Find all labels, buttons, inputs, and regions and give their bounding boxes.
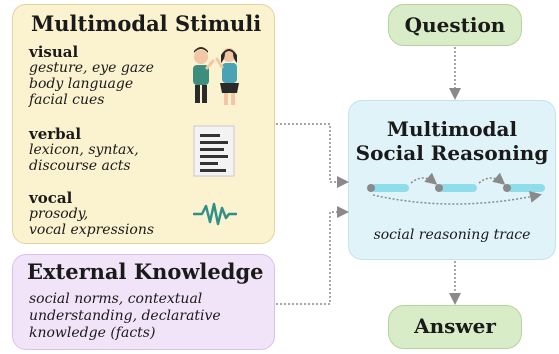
- verbal-line-2: discourse acts: [29, 158, 131, 174]
- trace-step-3: [507, 184, 545, 192]
- question-box: Question: [388, 4, 522, 46]
- document-icon: [193, 125, 235, 177]
- verbal-heading: verbal: [29, 125, 82, 143]
- knowledge-line-3: knowledge (facts): [29, 325, 156, 341]
- arrow-stimuli-to-reasoning: [276, 123, 349, 188]
- vocal-line-2: vocal expressions: [29, 222, 155, 238]
- trace-step-1: [371, 184, 409, 192]
- answer-label: Answer: [414, 314, 496, 338]
- vocal-heading: vocal: [29, 189, 73, 207]
- reasoning-title-line1: Multimodal: [386, 117, 518, 141]
- answer-box: Answer: [388, 305, 522, 349]
- reasoning-trace: [367, 172, 545, 205]
- question-label: Question: [404, 13, 506, 37]
- stimuli-title: Multimodal Stimuli: [31, 11, 262, 36]
- reasoning-title-line2: Social Reasoning: [355, 141, 549, 165]
- vocal-line-1: prosody,: [29, 206, 89, 222]
- visual-line-2: body language: [29, 76, 134, 92]
- social-reasoning-panel: Multimodal Social Reasoning social reaso…: [348, 100, 556, 260]
- trace-step-2: [439, 184, 477, 192]
- knowledge-title: External Knowledge: [27, 259, 264, 284]
- external-knowledge-panel: External Knowledge social norms, context…: [12, 254, 275, 350]
- knowledge-line-2: understanding, declarative: [29, 308, 221, 324]
- verbal-line-1: lexicon, syntax,: [29, 142, 139, 158]
- waveform-icon: [193, 202, 237, 226]
- visual-heading: visual: [29, 43, 79, 61]
- people-gesturing-icon: [193, 47, 239, 105]
- multimodal-stimuli-panel: Multimodal Stimuli visual gesture, eye g…: [12, 4, 275, 244]
- arrow-knowledge-to-reasoning: [276, 206, 349, 305]
- visual-line-3: facial cues: [29, 92, 105, 108]
- reasoning-caption: social reasoning trace: [373, 227, 531, 243]
- knowledge-line-1: social norms, contextual: [29, 291, 203, 307]
- visual-line-1: gesture, eye gaze: [29, 60, 154, 76]
